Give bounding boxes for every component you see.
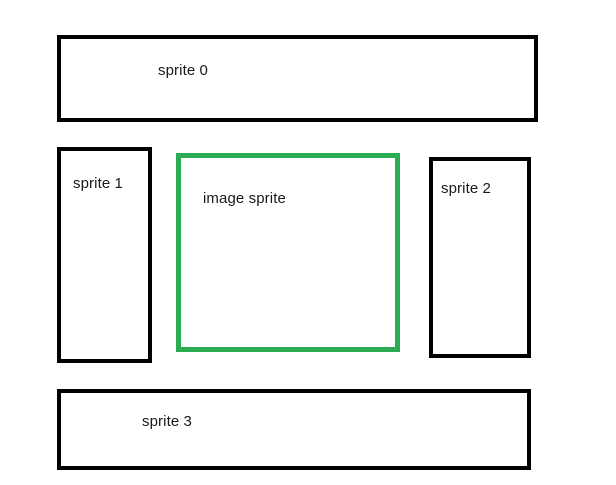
sprite-label-image-sprite: image sprite <box>203 190 286 207</box>
sprite-box-sprite-1[interactable] <box>57 147 152 363</box>
sprite-label-sprite-0: sprite 0 <box>158 62 208 79</box>
sprite-box-sprite-0[interactable] <box>57 35 538 122</box>
sprite-box-image-sprite[interactable] <box>176 153 400 352</box>
sprite-label-sprite-1: sprite 1 <box>73 175 123 192</box>
sprite-box-sprite-3[interactable] <box>57 389 531 470</box>
sprite-label-sprite-3: sprite 3 <box>142 413 192 430</box>
sprite-label-sprite-2: sprite 2 <box>441 180 491 197</box>
sprite-box-sprite-2[interactable] <box>429 157 531 358</box>
